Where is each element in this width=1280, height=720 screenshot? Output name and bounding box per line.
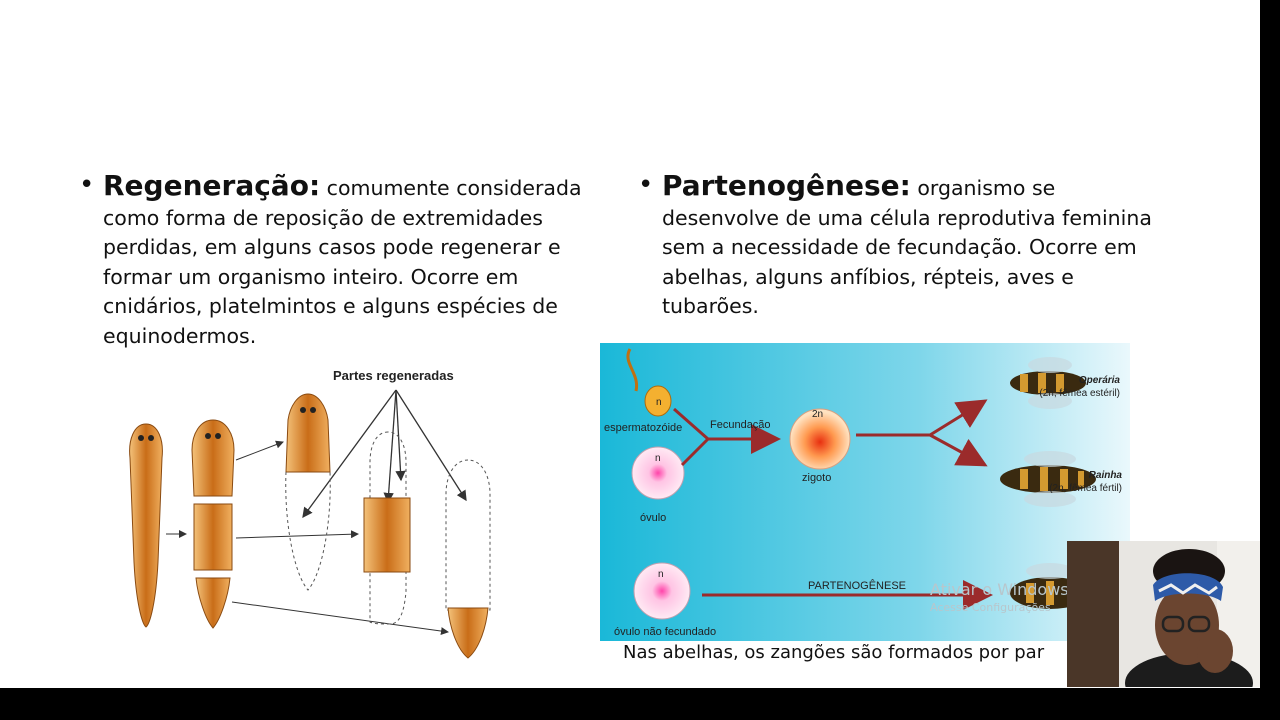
spermatozoid-label: espermatozóide: [604, 422, 682, 434]
unfertilized-ovule-label: óvulo não fecundado: [614, 626, 716, 638]
parthenogenesis-bullet: • Partenogênese: organismo se desenvolve…: [638, 169, 1162, 322]
regeneration-term: Regeneração:: [103, 169, 321, 202]
bee-parthenogenesis-figure: n espermatozóide n óvulo Fecundação 2n z…: [600, 343, 1130, 641]
regenerated-parts-label: Partes regeneradas: [333, 368, 454, 383]
bottom-black-border: [0, 688, 1280, 720]
svg-text:n: n: [655, 453, 661, 464]
queen-bee-icon: [1000, 451, 1096, 507]
worker-title: Operária: [1079, 375, 1121, 386]
slide: • Regeneração: comumente considerada com…: [0, 0, 1260, 688]
worker-bee-icon: [1010, 357, 1086, 409]
queen-title: Rainha: [1089, 470, 1123, 481]
parthenogenesis-term: Partenogênese:: [662, 169, 911, 202]
presenter-video: [1067, 541, 1260, 687]
fecundation-label: Fecundação: [710, 419, 771, 431]
bullet-dot: •: [638, 170, 654, 200]
ovule-label: óvulo: [640, 512, 666, 524]
parthenogenesis-arrow-label: PARTENOGÊNESE: [808, 579, 906, 592]
parthenogenesis-text: organismo se desenvolve de uma célula re…: [662, 176, 1152, 318]
regeneration-bullet: • Regeneração: comumente considerada com…: [79, 169, 603, 351]
bullet-dot: •: [79, 170, 95, 200]
worker-desc: (2n, fêmea estéril): [1039, 388, 1120, 399]
activation-watermark: Ativar o Windows Acesse Configurações: [930, 580, 1069, 614]
regeneration-text: comumente considerada como forma de repo…: [103, 176, 582, 348]
slide-caption: Nas abelhas, os zangões são formados por…: [623, 642, 1045, 663]
webcam-overlay: [1067, 541, 1260, 687]
watermark-subtitle: Acesse Configurações: [930, 601, 1051, 614]
planarian-regeneration-figure: Partes regeneradas: [129, 368, 491, 659]
zygote-label: zigoto: [802, 472, 831, 484]
svg-text:n: n: [658, 569, 664, 580]
svg-text:2n: 2n: [812, 409, 823, 420]
svg-text:n: n: [656, 397, 662, 408]
right-black-border: [1260, 0, 1280, 688]
queen-desc: (2n, fêmea fértil): [1049, 483, 1122, 494]
watermark-title: Ativar o Windows: [930, 580, 1069, 599]
